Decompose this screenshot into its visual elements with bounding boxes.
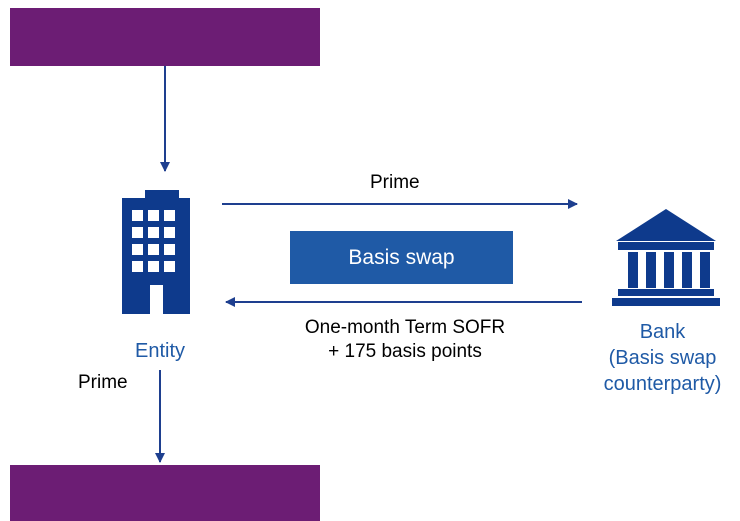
sofr-label: One-month Term SOFR + 175 basis points (240, 316, 570, 364)
prime-out-label: Prime (78, 372, 128, 393)
bank-line-1: Bank (639, 321, 686, 343)
bank-label: Bank (Basis swap counterparty) (585, 319, 740, 397)
prime-to-bank-label: Prime (370, 172, 420, 193)
bank-line-2: (Basis swap (608, 347, 717, 369)
bottom-purple-box (10, 465, 320, 521)
top-purple-box (10, 8, 320, 66)
sofr-line-2: + 175 basis points (328, 341, 482, 362)
basis-swap-label: Basis swap (348, 245, 455, 269)
sofr-line-1: One-month Term SOFR (304, 317, 506, 338)
entity-label: Entity (134, 340, 186, 362)
office-building-icon (122, 190, 190, 314)
bank-building-icon (612, 209, 720, 306)
bank-line-3: counterparty) (603, 373, 722, 395)
basis-swap-box: Basis swap (290, 231, 513, 284)
